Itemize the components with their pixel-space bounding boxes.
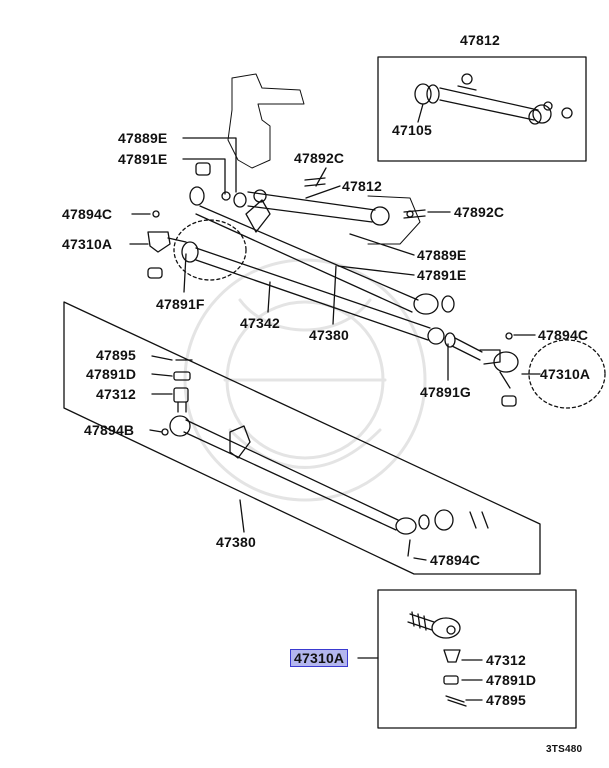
label-47895-a: 47895 xyxy=(96,347,136,363)
label-47891D-b: 47891D xyxy=(486,672,537,688)
relay-rod-47380-upper xyxy=(189,186,455,315)
label-47892C-b: 47892C xyxy=(454,204,505,220)
label-47891E-b: 47891E xyxy=(417,267,467,283)
label-47310A-a: 47310A xyxy=(62,236,113,252)
label-47812: 47812 xyxy=(342,178,382,194)
part-47889E-cap xyxy=(195,162,211,176)
leader-47895-a xyxy=(151,355,173,361)
label-47892C-a: 47892C xyxy=(294,150,345,166)
leader-47891E-b xyxy=(337,265,415,276)
inset-bottom-tie-rod-end xyxy=(407,611,467,707)
leader-47894B xyxy=(149,429,163,433)
center-link-47812 xyxy=(233,177,426,226)
tie-rod-end-right xyxy=(493,332,606,409)
leader-47889E-a xyxy=(182,137,237,193)
label-47342: 47342 xyxy=(240,315,280,331)
lower-relay-rod xyxy=(161,415,489,557)
label-47380-a: 47380 xyxy=(309,327,349,343)
inset-box-top xyxy=(377,56,587,162)
label-47105: 47105 xyxy=(392,122,432,138)
leader-47891E-a xyxy=(182,158,226,195)
leader-47812 xyxy=(305,185,341,199)
label-47310A-b: 47310A xyxy=(540,366,591,382)
leader-47889E-b xyxy=(349,233,415,256)
label-47380-b: 47380 xyxy=(216,534,256,550)
leader-47342 xyxy=(267,281,271,313)
part-47891E-washer xyxy=(221,191,231,201)
leader-47892C-a xyxy=(315,167,327,187)
lower-small-parts xyxy=(173,359,193,413)
inset-top-rod xyxy=(414,73,573,125)
label-47894C-a: 47894C xyxy=(62,206,113,222)
inset-box-bottom xyxy=(377,589,577,729)
label-47312-a: 47312 xyxy=(96,386,136,402)
leader-47380-b xyxy=(239,499,245,533)
label-47891F: 47891F xyxy=(156,296,205,312)
label-47891G: 47891G xyxy=(420,384,472,400)
label-47889E-b: 47889E xyxy=(417,247,467,263)
leader-47894C-c xyxy=(413,557,427,561)
label-47889E-a: 47889E xyxy=(118,130,168,146)
watermark-emblem xyxy=(183,258,427,502)
leader-47891D-a xyxy=(151,373,173,377)
steering-box-outline xyxy=(227,73,421,245)
tie-rod-47342 xyxy=(181,241,501,365)
tie-rod-end-left xyxy=(147,210,247,281)
figure-code: 3TS480 xyxy=(546,744,583,755)
label-47812-inset-title: 47812 xyxy=(460,32,500,48)
label-47891D-a: 47891D xyxy=(86,366,137,382)
leader-47105 xyxy=(417,103,424,123)
lower-box xyxy=(63,301,541,575)
label-47891E-a: 47891E xyxy=(118,151,168,167)
label-47895-b: 47895 xyxy=(486,692,526,708)
label-47894C-b: 47894C xyxy=(538,327,589,343)
label-47312-b: 47312 xyxy=(486,652,526,668)
label-47310A-highlighted[interactable]: 47310A xyxy=(290,649,349,667)
label-47894B: 47894B xyxy=(84,422,135,438)
label-47894C-c: 47894C xyxy=(430,552,481,568)
